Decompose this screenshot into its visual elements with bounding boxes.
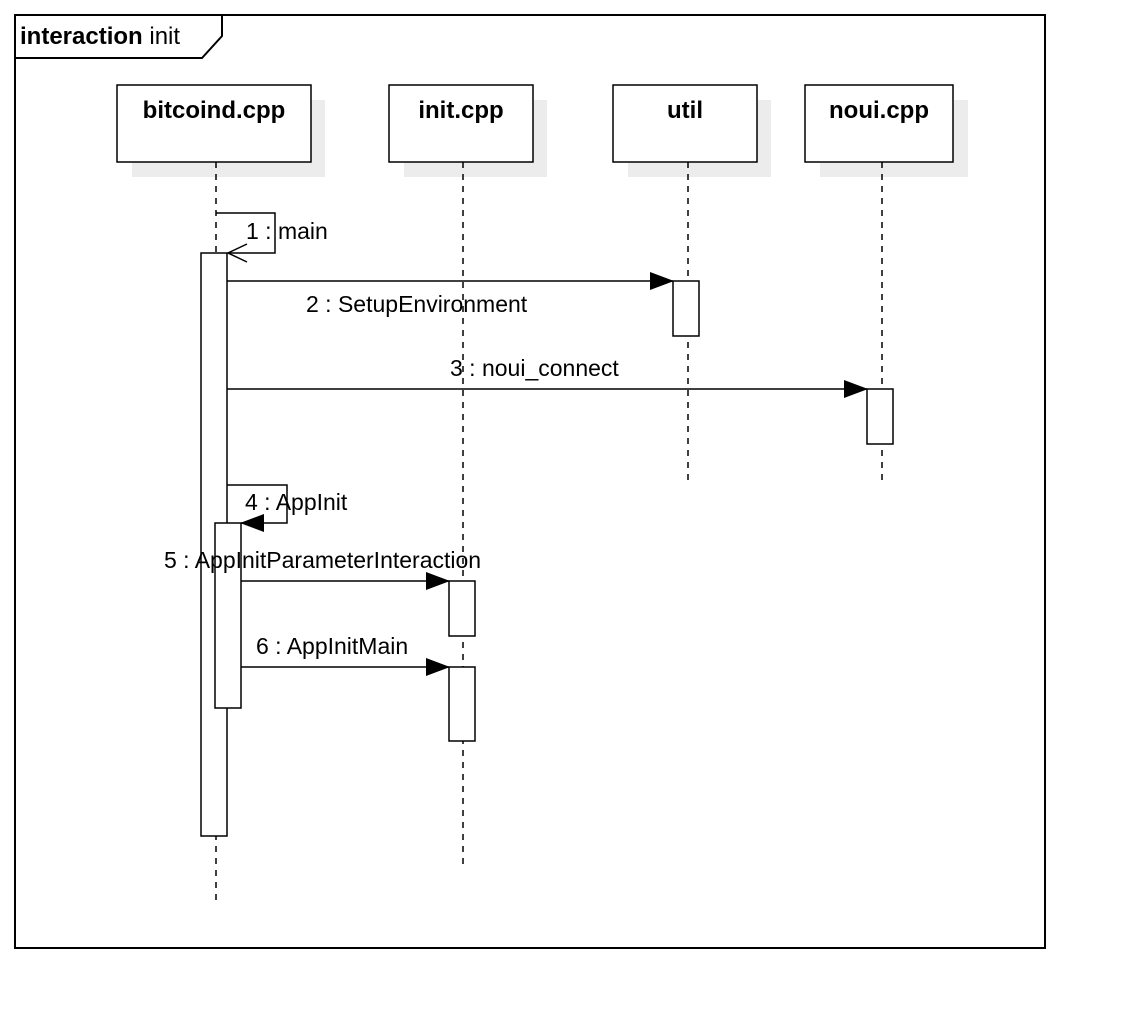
message-5-appinitparameterinteraction[interactable]: 5 : AppInitParameterInteraction	[164, 547, 481, 590]
activation-init-appinitmain[interactable]	[448, 666, 476, 742]
activation-util-setupenvironment[interactable]	[672, 280, 700, 337]
lifeline-head-noui[interactable]	[804, 84, 954, 163]
lifeline-name-noui: noui.cpp	[829, 97, 929, 124]
activation-init-parameterinteraction[interactable]	[448, 580, 476, 637]
lifeline-init: init.cpp	[388, 84, 547, 868]
frame-keyword: interaction	[20, 23, 143, 50]
frame-name: init	[149, 23, 180, 50]
message-1-line	[216, 212, 276, 254]
message-4-appinit[interactable]: 4 : AppInit	[227, 484, 348, 532]
message-4-label: 4 : AppInit	[245, 489, 348, 515]
message-6-label: 6 : AppInitMain	[256, 633, 408, 659]
lifeline-head-init[interactable]	[388, 84, 534, 163]
message-6-appinitmain[interactable]: 6 : AppInitMain	[241, 633, 450, 676]
lifeline-head-util[interactable]	[612, 84, 758, 163]
message-5-label: 5 : AppInitParameterInteraction	[164, 547, 481, 573]
activation-bitcoind-appinit[interactable]	[214, 522, 242, 709]
lifeline-name-init: init.cpp	[418, 97, 503, 124]
lifeline-name-bitcoind: bitcoind.cpp	[143, 97, 286, 124]
frame-title: interaction init	[20, 23, 180, 50]
lifeline-name-util: util	[667, 97, 703, 124]
message-2-label: 2 : SetupEnvironment	[306, 291, 528, 317]
lifeline-util: util	[612, 84, 771, 486]
message-3-noui-connect[interactable]: 3 : noui_connect	[227, 355, 868, 398]
message-1-label: 1 : main	[246, 218, 328, 244]
message-3-label: 3 : noui_connect	[450, 355, 619, 381]
lifeline-noui: noui.cpp	[804, 84, 968, 486]
message-2-setupenvironment[interactable]: 2 : SetupEnvironment	[227, 272, 674, 317]
message-1-main[interactable]: 1 : main	[216, 212, 328, 263]
open-arrowhead-icon	[226, 243, 248, 263]
lifeline-head-bitcoind[interactable]	[116, 84, 312, 163]
activation-noui-connect[interactable]	[866, 388, 894, 445]
frame-tab	[15, 15, 223, 59]
message-4-line	[227, 484, 288, 532]
